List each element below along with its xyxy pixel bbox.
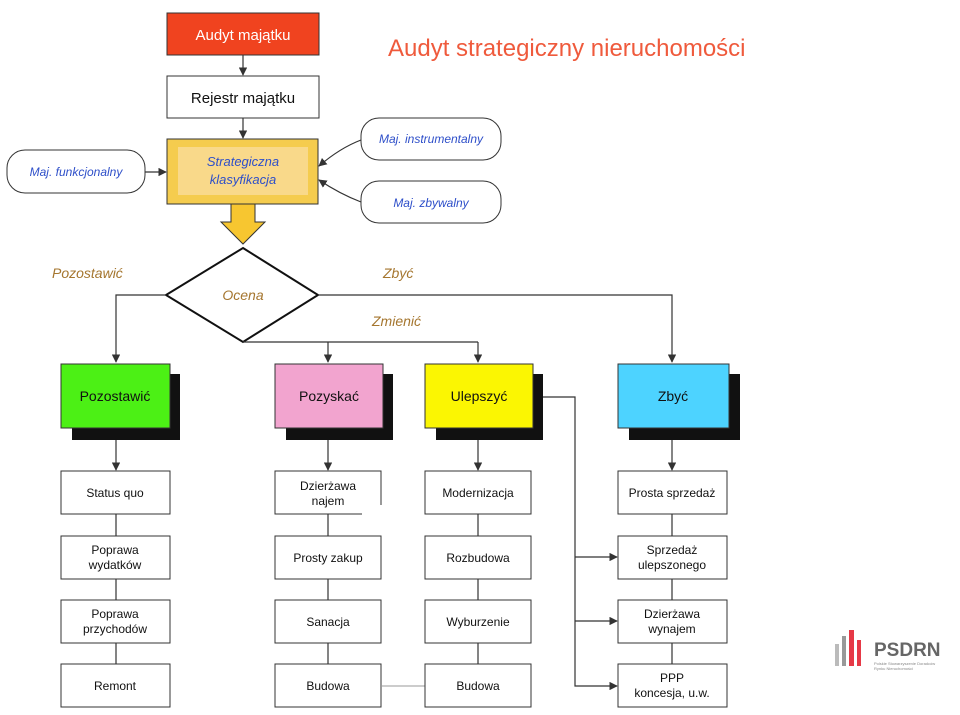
- funkcjonalny-label: Maj. funkcjonalny: [30, 165, 124, 179]
- col3-wyburzenie-label: Wyburzenie: [446, 615, 510, 629]
- col1-remont-box: [60, 663, 171, 708]
- category-box-pozyskac: [274, 363, 384, 429]
- branch-label-zbyc: Zbyć: [382, 265, 413, 281]
- col4-dzierzawa-wynajem-line2: wynajem: [647, 622, 695, 636]
- col1-poprawa-wydatkow-box: [60, 535, 171, 580]
- col2-sanacja-label: Sanacja: [306, 615, 350, 629]
- connector-pozostawic: [111, 294, 166, 363]
- col3-modernizacja-box: [424, 470, 532, 515]
- psdrn-logo: PSDRN Polskie Stowarzyszenie Doradców Ry…: [835, 630, 941, 671]
- col1-poprawa-wydatkow-line2: wydatków: [88, 558, 142, 572]
- col2-budowa-box: [274, 663, 382, 708]
- col3-wyburzenie-box: [424, 599, 532, 644]
- logo-subtitle-line1: Polskie Stowarzyszenie Doradców: [874, 661, 935, 666]
- audyt-label: Audyt majątku: [195, 27, 290, 44]
- col4-dzierzawa-wynajem-box: [617, 599, 728, 644]
- zbywalny-label: Maj. zbywalny: [393, 196, 469, 210]
- col2-prosty-zakup-box: [274, 535, 382, 580]
- logo-subtitle-line2: Rynku Nieruchomości: [874, 666, 913, 671]
- col4-sprzedaz-ulepszonego-box: [617, 535, 728, 580]
- rejestr-box: [166, 75, 320, 119]
- col4-ppp-line2: koncesja, u.w.: [634, 686, 709, 700]
- category-box-ulepszyc: [424, 363, 534, 429]
- connector-ulepszyc-zbyc: [543, 396, 618, 691]
- col2-sanacja-box: [274, 599, 382, 644]
- category-box-zbyc: [617, 363, 730, 429]
- branch-label-pozostawic: Pozostawić: [52, 265, 123, 281]
- category-label-zbyc: Zbyć: [658, 388, 688, 404]
- logo-bar-3: [849, 630, 854, 666]
- big-down-arrow: [219, 203, 267, 245]
- strateg-label-line2: klasyfikacja: [210, 172, 276, 187]
- col4-ppp-box: [617, 663, 728, 708]
- col1-poprawa-przychodow-box: [60, 599, 171, 644]
- col4-dzierzawa-wynajem-line1: Dzierżawa: [644, 607, 700, 621]
- category-label-pozyskac: Pozyskać: [299, 388, 359, 404]
- branch-label-zmienic: Zmienić: [371, 313, 421, 329]
- logo-bar-4: [857, 640, 861, 666]
- logo-bar-1: [835, 644, 839, 666]
- col4-sprzedaz-ulepszonego-line2: ulepszonego: [638, 558, 706, 572]
- col2-prosty-zakup-label: Prosty zakup: [293, 551, 363, 565]
- col3-rozbudowa-label: Rozbudowa: [446, 551, 510, 565]
- col4-sprzedaz-ulepszonego-line1: Sprzedaż: [647, 543, 698, 557]
- col4-ppp-line1: PPP: [660, 671, 684, 685]
- arrow-zbywalny: [318, 179, 362, 203]
- category-box-pozostawic: [60, 363, 171, 429]
- col1-status-quo-label: Status quo: [86, 486, 144, 500]
- col2-dzierzawa-notch: [362, 505, 384, 517]
- col1-poprawa-przychodow-line2: przychodów: [83, 622, 147, 636]
- category-label-pozostawic: Pozostawić: [80, 388, 151, 404]
- col3-rozbudowa-box: [424, 535, 532, 580]
- logo-name: PSDRN: [874, 640, 941, 661]
- col1-poprawa-wydatkow-line1: Poprawa: [91, 543, 139, 557]
- col2-dzierzawa-line2: najem: [312, 494, 345, 508]
- logo-bar-2: [842, 636, 846, 666]
- strateg-label-line1: Strategiczna: [207, 154, 279, 169]
- connector-zbyc: [318, 294, 677, 363]
- col4-prosta-sprzedaz-box: [617, 470, 728, 515]
- col3-budowa-label: Budowa: [456, 679, 500, 693]
- col3-budowa-box: [424, 663, 532, 708]
- page-title: Audyt strategiczny nieruchomości: [388, 35, 746, 62]
- col1-poprawa-przychodow-line1: Poprawa: [91, 607, 139, 621]
- col2-dzierzawa-line1: Dzierżawa: [300, 479, 356, 493]
- col1-remont-label: Remont: [94, 679, 137, 693]
- ocena-label: Ocena: [222, 287, 263, 303]
- instrumentalny-label: Maj. instrumentalny: [379, 132, 484, 146]
- col1-status-quo-box: [60, 470, 171, 515]
- strateg-inner: [178, 147, 308, 195]
- col4-prosta-sprzedaz-label: Prosta sprzedaż: [629, 486, 716, 500]
- instrumentalny-box: [360, 117, 502, 161]
- arrow-instrumentalny: [318, 139, 362, 167]
- audyt-box: [166, 12, 320, 56]
- category-label-ulepszyc: Ulepszyć: [451, 388, 508, 404]
- col3-modernizacja-label: Modernizacja: [442, 486, 514, 500]
- rejestr-label: Rejestr majątku: [191, 90, 295, 107]
- col2-budowa-label: Budowa: [306, 679, 350, 693]
